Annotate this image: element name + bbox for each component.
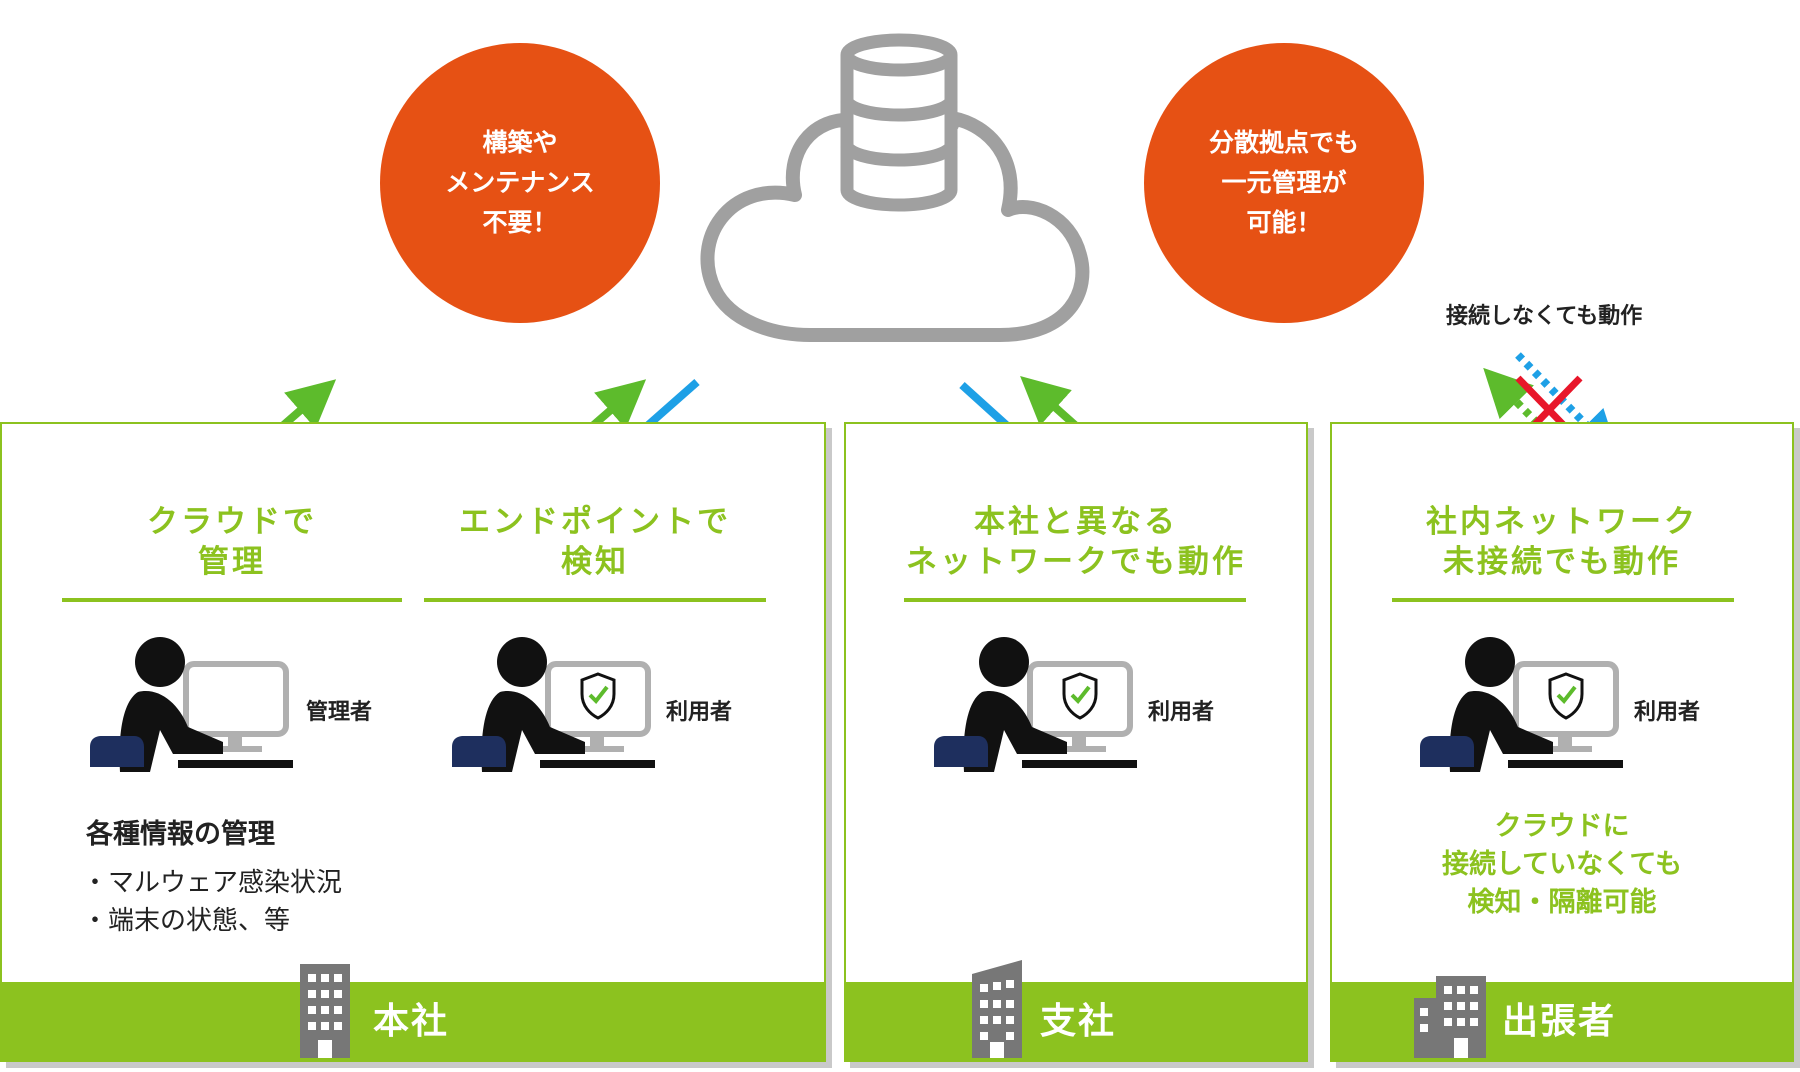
footer-honsha: 本社 <box>0 964 826 1062</box>
shield-check-icon <box>1548 672 1584 720</box>
building-icon <box>1414 976 1486 1058</box>
caption-offline: 接続しなくても動作 <box>1446 304 1643 329</box>
heading-different-network: 本社と異なる ネットワークでも動作 <box>906 504 1246 580</box>
heading-endpoint-detect: エンドポイントで 検知 <box>459 504 731 580</box>
building-icon <box>300 964 350 1058</box>
footer-label: 出張者 <box>1502 1001 1617 1042</box>
role-user: 利用者 <box>1634 700 1701 725</box>
footer-label: 支社 <box>1040 1001 1117 1042</box>
shield-check-icon <box>1062 672 1098 720</box>
offline-detection-note: クラウドに 接続していなくても 検知・隔離可能 <box>1441 811 1683 918</box>
bubble-centralized-management: 分散拠点でも 一元管理が 可能！ <box>1144 43 1424 323</box>
panel-shisha: 本社と異なる ネットワークでも動作 利用者 支社 <box>844 422 1308 1062</box>
info-title: 各種情報の管理 <box>86 819 275 850</box>
divider <box>904 598 1246 602</box>
person-at-computer-icon <box>90 637 293 772</box>
bullet-item: ・マルウェア感染状況 <box>82 868 343 898</box>
role-admin: 管理者 <box>306 700 373 725</box>
role-user: 利用者 <box>1148 700 1215 725</box>
cloud-database-icon <box>700 33 1090 342</box>
building-icon <box>972 960 1022 1058</box>
person-at-computer-icon <box>1420 637 1623 772</box>
panel-shucchosha: 社内ネットワーク 未接続でも動作 利用者 クラウドに 接続していなくても 検知・… <box>1330 422 1794 1062</box>
person-at-computer-icon <box>452 637 655 772</box>
footer-shucchosha: 出張者 <box>1330 976 1794 1062</box>
divider <box>424 598 766 602</box>
footer-label: 本社 <box>373 1001 450 1042</box>
person-at-computer-icon <box>934 637 1137 772</box>
role-user: 利用者 <box>666 700 733 725</box>
heading-cloud-manage: クラウドで 管理 <box>147 504 317 580</box>
divider <box>62 598 402 602</box>
bubble-no-maintenance: 構築や メンテナンス 不要！ <box>380 43 660 323</box>
bullet-item: ・端末の状態、等 <box>82 906 291 936</box>
shield-check-icon <box>580 672 616 720</box>
footer-shisha: 支社 <box>844 960 1308 1062</box>
divider <box>1392 598 1734 602</box>
heading-offline-network: 社内ネットワーク 未接続でも動作 <box>1426 504 1698 580</box>
panel-honsha: クラウドで 管理 エンドポイントで 検知 管理者 利用者 各種情報の管理 ・マル… <box>0 422 826 1062</box>
